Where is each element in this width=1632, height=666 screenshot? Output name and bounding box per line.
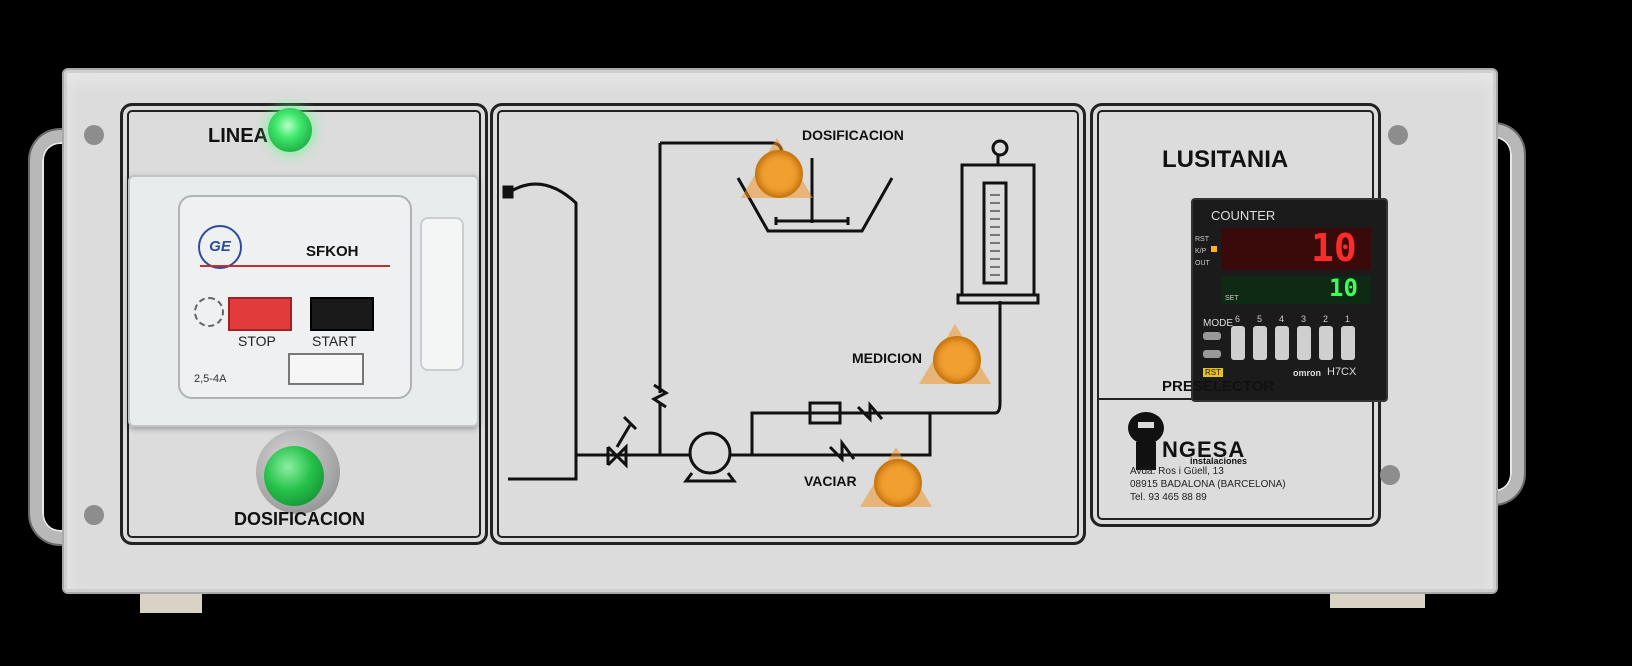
counter-set-label: SET (1225, 295, 1239, 302)
breaker-face: GE SFKOH STOP START 2,5-4A (178, 195, 412, 399)
ge-logo-icon: GE (198, 225, 242, 269)
company-name: NGESA (1162, 437, 1246, 462)
storage-tank (507, 182, 578, 481)
medicion-amber-lamp (933, 336, 981, 384)
dial-label-5: 5 (1257, 314, 1263, 324)
start-label: START (312, 333, 357, 349)
counter-set-display (1221, 276, 1371, 304)
screw (84, 505, 104, 525)
rst-button[interactable] (1203, 350, 1221, 358)
screw (1388, 125, 1408, 145)
diagram-vaciar-label: VACIAR (804, 473, 857, 489)
digit-switch-3[interactable] (1297, 326, 1311, 360)
company-tagline: instalaciones (1190, 456, 1248, 466)
mode-button[interactable] (1203, 332, 1221, 340)
counter-side-label-rst: RST (1195, 236, 1209, 243)
counter-side-label-kp: K/P (1195, 248, 1207, 255)
linea-label: LINEA (208, 125, 268, 147)
screw (84, 125, 104, 145)
start-button[interactable] (310, 297, 374, 331)
dosificacion-amber-lamp (755, 150, 803, 198)
clear-cover-tab (420, 217, 464, 371)
dial-label-4: 4 (1279, 314, 1285, 324)
vaciar-amber-lamp (874, 459, 922, 507)
digit-switch-6[interactable] (1231, 326, 1245, 360)
digit-switch-4[interactable] (1275, 326, 1289, 360)
dosificacion-button-cap[interactable] (264, 446, 324, 506)
dial-label-2: 2 (1323, 314, 1329, 324)
counter-model: H7CX (1327, 366, 1357, 378)
stop-label: STOP (238, 333, 276, 349)
breaker-model: SFKOH (306, 243, 359, 260)
mode-label: MODE (1203, 318, 1233, 329)
preset-counter-device: COUNTER RST K/P OUT 10 10 SET MODE RST 6… (1191, 198, 1388, 402)
dosificacion-label: DOSIFICACION (234, 509, 366, 529)
counter-main-display (1221, 228, 1371, 270)
dial-label-6: 6 (1235, 314, 1241, 324)
ingesa-logo-icon (1128, 412, 1164, 470)
diagram-medicion-label: MEDICION (852, 350, 922, 366)
brand-title: LUSITANIA (1162, 146, 1289, 173)
valve-icon (606, 443, 628, 469)
digit-switch-1[interactable] (1341, 326, 1355, 360)
digit-switch-2[interactable] (1319, 326, 1333, 360)
control-section (120, 103, 488, 545)
preselector-label: PRESELECTOR (1162, 378, 1275, 395)
dial-label-3: 3 (1301, 314, 1307, 324)
rst-label: RST (1203, 368, 1223, 377)
dosing-hopper (736, 177, 894, 233)
red-rule (200, 265, 390, 267)
company-address-2: 08915 BADALONA (BARCELONA) (1130, 479, 1286, 490)
measure-line (750, 301, 1002, 455)
process-diagram-section (490, 103, 1086, 545)
counter-set-value: 10 (1329, 274, 1358, 302)
counter-main-value: 10 (1311, 226, 1357, 270)
linea-indicator-lamp (268, 108, 312, 152)
breaker-rating: 2,5-4A (194, 373, 227, 385)
circuit-breaker-module: GE SFKOH STOP START 2,5-4A (128, 175, 479, 427)
pump-icon (688, 431, 732, 475)
diagram-dosificacion-label: DOSIFICACION (802, 127, 904, 143)
rating-window (288, 353, 364, 385)
company-phone: Tel. 93 465 88 89 (1130, 492, 1207, 503)
dial-icon (194, 297, 224, 327)
stop-button[interactable] (228, 297, 292, 331)
company-address-1: Avda. Ros i Güell, 13 (1130, 466, 1224, 477)
counter-side-label-out: OUT (1195, 260, 1210, 267)
digit-switch-5[interactable] (1253, 326, 1267, 360)
screw (1380, 465, 1400, 485)
kp-indicator (1211, 246, 1217, 252)
dial-label-1: 1 (1345, 314, 1351, 324)
counter-title: COUNTER (1211, 208, 1276, 223)
flowmeter-icon (808, 401, 842, 425)
counter-maker: omron (1293, 368, 1321, 378)
